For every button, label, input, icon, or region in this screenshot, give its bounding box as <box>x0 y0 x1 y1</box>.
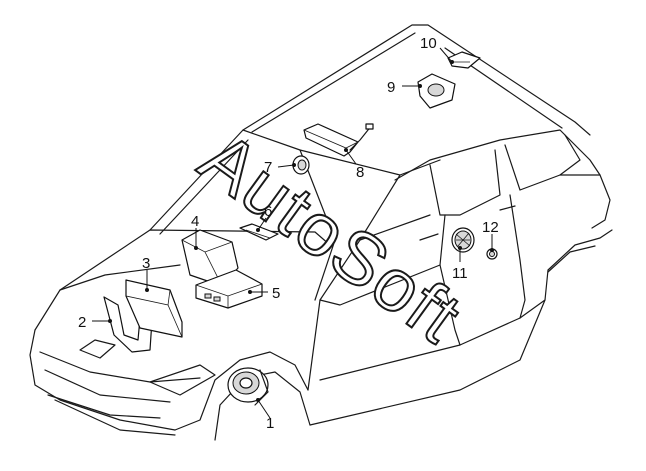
callout-11: 11 <box>452 265 468 282</box>
part-11-door-speaker <box>451 227 475 253</box>
part-1-front-speaker <box>227 367 269 406</box>
part-5-receiver-module <box>195 269 263 309</box>
part-7-tweeter <box>292 155 310 175</box>
callout-9: 9 <box>387 79 395 96</box>
callout-3: 3 <box>142 255 150 272</box>
watermark-autosoft: AutoSoft <box>186 116 477 359</box>
callout-1: 1 <box>266 415 274 432</box>
car-body-outline <box>29 24 613 441</box>
callout-labels: 1 2 3 4 5 6 7 8 9 10 11 12 <box>78 35 499 432</box>
callout-2: 2 <box>78 314 86 331</box>
callout-4: 4 <box>191 213 199 230</box>
callout-10: 10 <box>420 35 437 52</box>
callout-5: 5 <box>272 285 280 302</box>
part-8-interior-light <box>303 123 374 157</box>
part-6-switch-strip <box>239 223 279 241</box>
callout-12: 12 <box>482 219 499 236</box>
part-10-rear-module <box>447 51 481 69</box>
callout-7: 7 <box>264 159 272 176</box>
part-3-control-module <box>125 279 183 338</box>
part-9-rear-unit <box>417 73 456 109</box>
callout-8: 8 <box>356 164 364 181</box>
leader-lines <box>92 47 494 419</box>
callout-6: 6 <box>264 203 272 220</box>
